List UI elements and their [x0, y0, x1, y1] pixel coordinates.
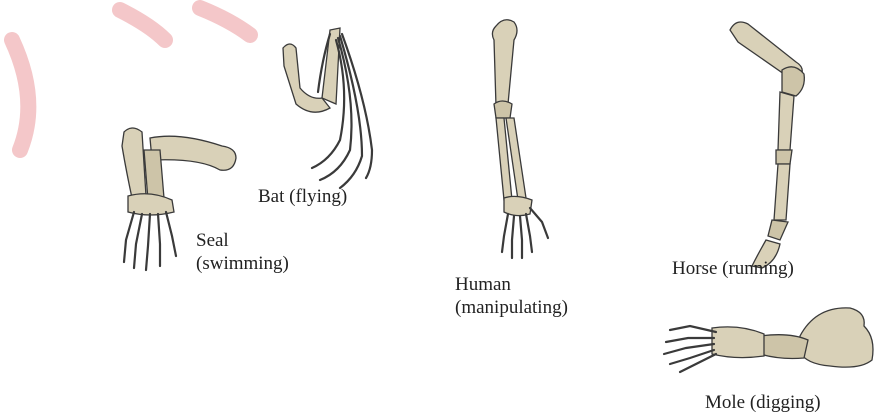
human-limb — [492, 20, 548, 258]
label-seal-role: (swimming) — [196, 253, 289, 275]
horse-limb — [730, 22, 804, 268]
label-horse: Horse (running) — [672, 258, 794, 280]
mole-limb — [664, 308, 873, 372]
label-seal-name: Seal — [196, 230, 229, 252]
label-human-name: Human — [455, 274, 511, 296]
label-bat: Bat (flying) — [258, 186, 347, 208]
label-human-role: (manipulating) — [455, 297, 568, 319]
bat-limb — [283, 28, 372, 188]
label-mole: Mole (digging) — [705, 392, 821, 414]
